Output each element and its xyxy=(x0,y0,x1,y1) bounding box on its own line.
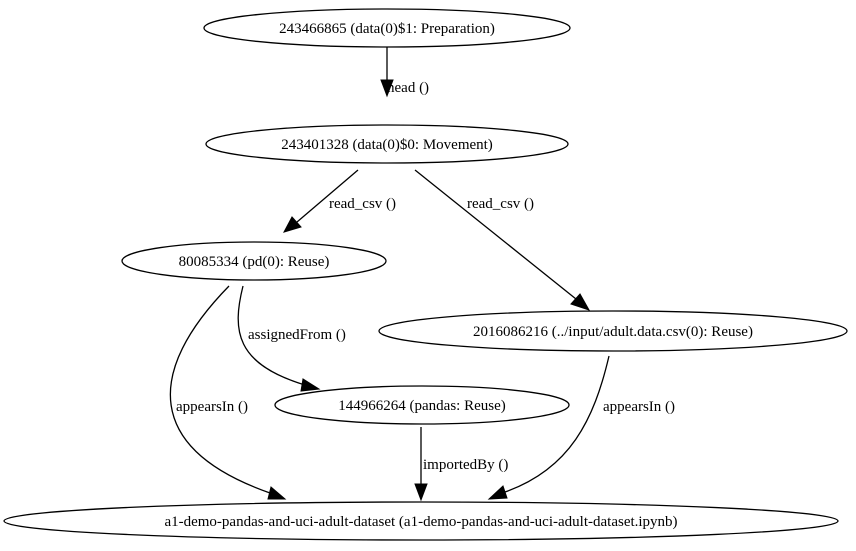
arrowhead xyxy=(414,483,428,502)
node-label-notebook: a1-demo-pandas-and-uci-adult-dataset (a1… xyxy=(164,514,677,530)
node-notebook: a1-demo-pandas-and-uci-adult-dataset (a1… xyxy=(3,501,839,541)
node-pandas: 144966264 (pandas: Reuse) xyxy=(274,385,570,425)
edge-head: head () xyxy=(380,47,429,98)
arrowhead xyxy=(570,293,591,311)
edge-label-read-csv-pd: read_csv () xyxy=(329,196,396,212)
node-label-movement: 243401328 (data(0)$0: Movement) xyxy=(281,137,493,153)
node-adult-csv: 2016086216 (../input/adult.data.csv(0): … xyxy=(378,310,848,352)
edge-assigned-from: assignedFrom () xyxy=(237,285,346,392)
arrowhead xyxy=(487,485,508,500)
edge-read-csv-adult: read_csv () xyxy=(414,169,591,311)
edge-label-assigned-from: assignedFrom () xyxy=(248,327,346,343)
node-label-pd: 80085334 (pd(0): Reuse) xyxy=(179,254,330,270)
node-label-pandas: 144966264 (pandas: Reuse) xyxy=(338,398,505,414)
arrowhead xyxy=(267,486,287,500)
arrowhead xyxy=(282,216,302,233)
edge-label-appears-in-pd: appearsIn () xyxy=(176,399,248,415)
node-movement: 243401328 (data(0)$0: Movement) xyxy=(205,124,569,164)
edge-appears-in-adult: appearsIn () xyxy=(487,355,675,500)
edge-label-head: head () xyxy=(387,80,429,96)
node-preparation: 243466865 (data(0)$1: Preparation) xyxy=(203,8,571,48)
node-pd: 80085334 (pd(0): Reuse) xyxy=(121,241,387,281)
edge-appears-in-pd: appearsIn () xyxy=(169,285,287,500)
edge-imported-by: importedBy () xyxy=(414,427,508,502)
node-label-adult-csv: 2016086216 (../input/adult.data.csv(0): … xyxy=(473,324,753,340)
arrowhead xyxy=(300,378,321,392)
arrowhead xyxy=(380,79,394,98)
edge-read-csv-pd: read_csv () xyxy=(282,169,396,233)
edge-label-imported-by: importedBy () xyxy=(423,457,508,473)
edge-label-appears-in-adult: appearsIn () xyxy=(603,399,675,415)
edge-label-read-csv-adult: read_csv () xyxy=(467,196,534,212)
node-label-preparation: 243466865 (data(0)$1: Preparation) xyxy=(279,21,495,37)
